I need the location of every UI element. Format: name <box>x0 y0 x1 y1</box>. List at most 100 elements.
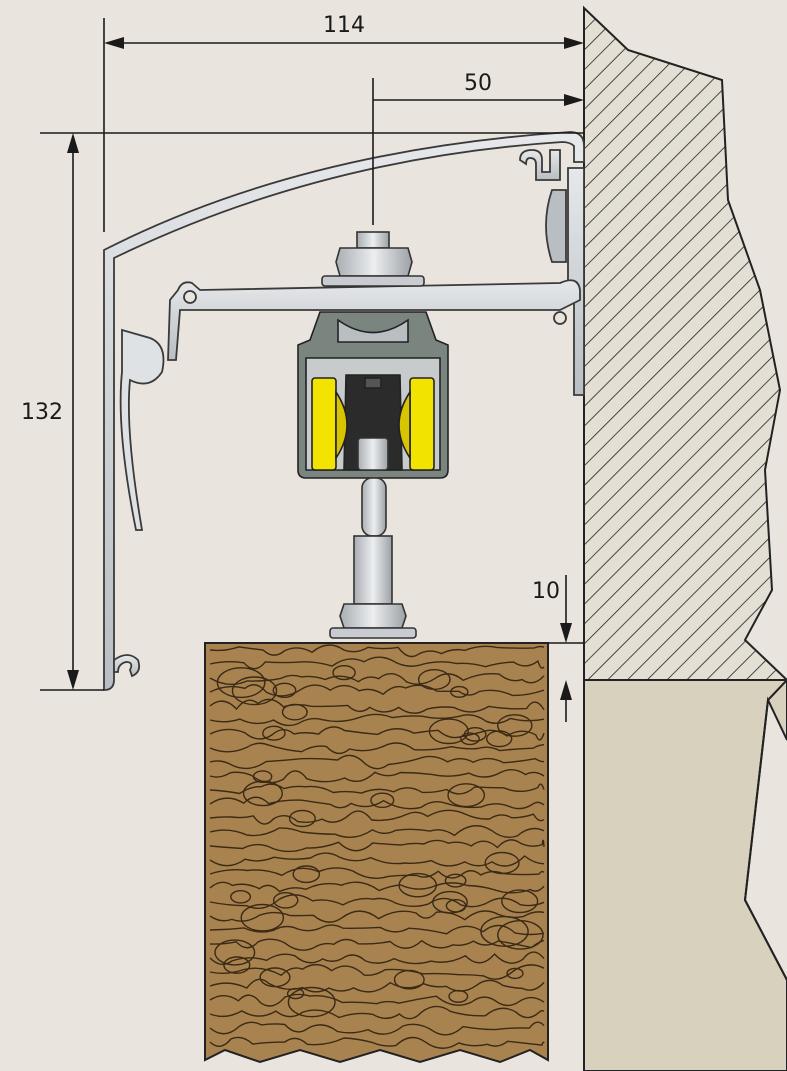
wood-grain-line <box>209 1005 545 1020</box>
stem-nut <box>339 603 407 629</box>
wood-grain-knot <box>398 872 438 898</box>
wood-grain-line <box>209 1021 545 1036</box>
wood-grain-knot <box>496 714 533 737</box>
dim-10-arrow-bottom <box>560 680 572 700</box>
wood-grain-knot <box>252 770 273 783</box>
roller-left <box>311 377 337 471</box>
wood-grain-knot <box>288 809 316 828</box>
carriage-saddle <box>337 318 409 343</box>
wood-grain-line <box>209 768 545 784</box>
wood-grain-knot <box>286 987 305 1000</box>
wood-grain-knot <box>460 732 480 746</box>
wood-grain-line <box>209 852 545 867</box>
wood-grain-knot <box>214 939 256 966</box>
wood-grain-line <box>209 839 545 853</box>
roller-core-slot <box>364 377 382 389</box>
dim-114-label: 114 <box>323 13 365 38</box>
roller-right <box>409 377 435 471</box>
wood-grain-knot <box>445 899 467 913</box>
track-profile <box>103 131 585 691</box>
wood-grain-line <box>209 1036 545 1049</box>
wood-grain-knot <box>448 989 469 1003</box>
wood-grain-knot <box>370 792 395 809</box>
wood-grain-line <box>209 963 545 980</box>
wood-grain-line <box>209 993 545 1007</box>
wood-grain-knot <box>393 969 425 990</box>
deck-channel-left <box>183 290 197 304</box>
wood-grain-knot <box>428 718 469 745</box>
wood-grain-line <box>209 754 545 770</box>
cover-profile <box>103 131 585 691</box>
wood-grain-line <box>209 644 545 658</box>
cover-bottom-hook <box>113 654 141 678</box>
spring-clip <box>119 328 165 531</box>
wood-grain-knot <box>501 889 539 914</box>
hex-nut <box>335 247 413 277</box>
wood-grain-knot <box>417 669 451 691</box>
washer <box>321 275 425 287</box>
wood-grain-knot <box>463 727 487 742</box>
wood-grain-line <box>209 742 545 755</box>
hanger-bolt <box>329 437 417 639</box>
roller-carriage <box>297 311 449 479</box>
stem-head <box>357 437 389 471</box>
dimension-lines <box>40 18 584 722</box>
wall-hatching <box>584 8 787 680</box>
wood-grain-knot <box>231 676 278 706</box>
wood-grain-knot <box>480 915 529 947</box>
wood-grain-line <box>209 910 545 923</box>
wood-grain <box>209 644 545 1049</box>
wood-grain-line <box>209 713 545 727</box>
wood-grain-knot <box>287 986 336 1018</box>
wood-grain-knot <box>484 851 520 875</box>
wall-fixing-screw <box>545 189 567 263</box>
wood-grain-knot <box>444 873 467 888</box>
wood-grain-knot <box>272 892 299 909</box>
wood-grain-knot <box>242 780 283 807</box>
hex-nut-bolt <box>321 231 425 287</box>
roller-hub-left <box>335 389 348 461</box>
wood-grain-knot <box>432 890 468 914</box>
stem-rod <box>353 535 393 605</box>
door-leaf <box>204 642 549 1064</box>
dim-50-label: 50 <box>464 71 492 96</box>
dim-10-arrow-top <box>560 623 572 643</box>
wood-grain-knot <box>259 967 291 988</box>
wood-grain-knot <box>506 967 524 980</box>
wood-grain-line <box>209 951 545 966</box>
stem-plate <box>329 627 417 639</box>
wood-grain-line <box>209 684 545 697</box>
wall-lower-edge <box>743 679 787 981</box>
wood-grain-knot <box>230 890 252 904</box>
wood-grain-line <box>209 796 545 810</box>
wood-grain-knot <box>497 920 544 950</box>
wood-grain-line <box>209 881 545 894</box>
deck-channel-right <box>553 311 567 325</box>
dim-114-arrow-right <box>564 37 584 49</box>
wood-grain-knot <box>332 664 356 681</box>
dim-50-arrow-right <box>564 94 584 106</box>
wall-lower-section <box>583 679 787 1071</box>
wood-grain-line <box>209 924 545 936</box>
wood-grain-knot <box>292 865 321 884</box>
cover-clip-top <box>519 149 561 181</box>
wood-grain-knot <box>447 783 486 808</box>
dim-132-label: 132 <box>21 400 63 425</box>
wood-grain-line <box>209 978 545 993</box>
wood-grain-line <box>209 656 545 670</box>
wood-grain-knot <box>223 956 251 974</box>
dim-114-arrow-left <box>104 37 124 49</box>
wood-grain-knot <box>281 703 308 721</box>
roller-hub-right <box>398 389 411 461</box>
wood-grain-line <box>209 783 545 795</box>
wood-grain-knot <box>262 725 286 741</box>
wall <box>583 5 787 1071</box>
wood-grain-line <box>209 894 545 910</box>
bolt-shank <box>356 231 390 249</box>
wood-grain-line <box>209 825 545 839</box>
dim-132-arrow-top <box>67 133 79 153</box>
dim-132-arrow-bottom <box>67 670 79 690</box>
dim-10-label: 10 <box>532 579 560 604</box>
